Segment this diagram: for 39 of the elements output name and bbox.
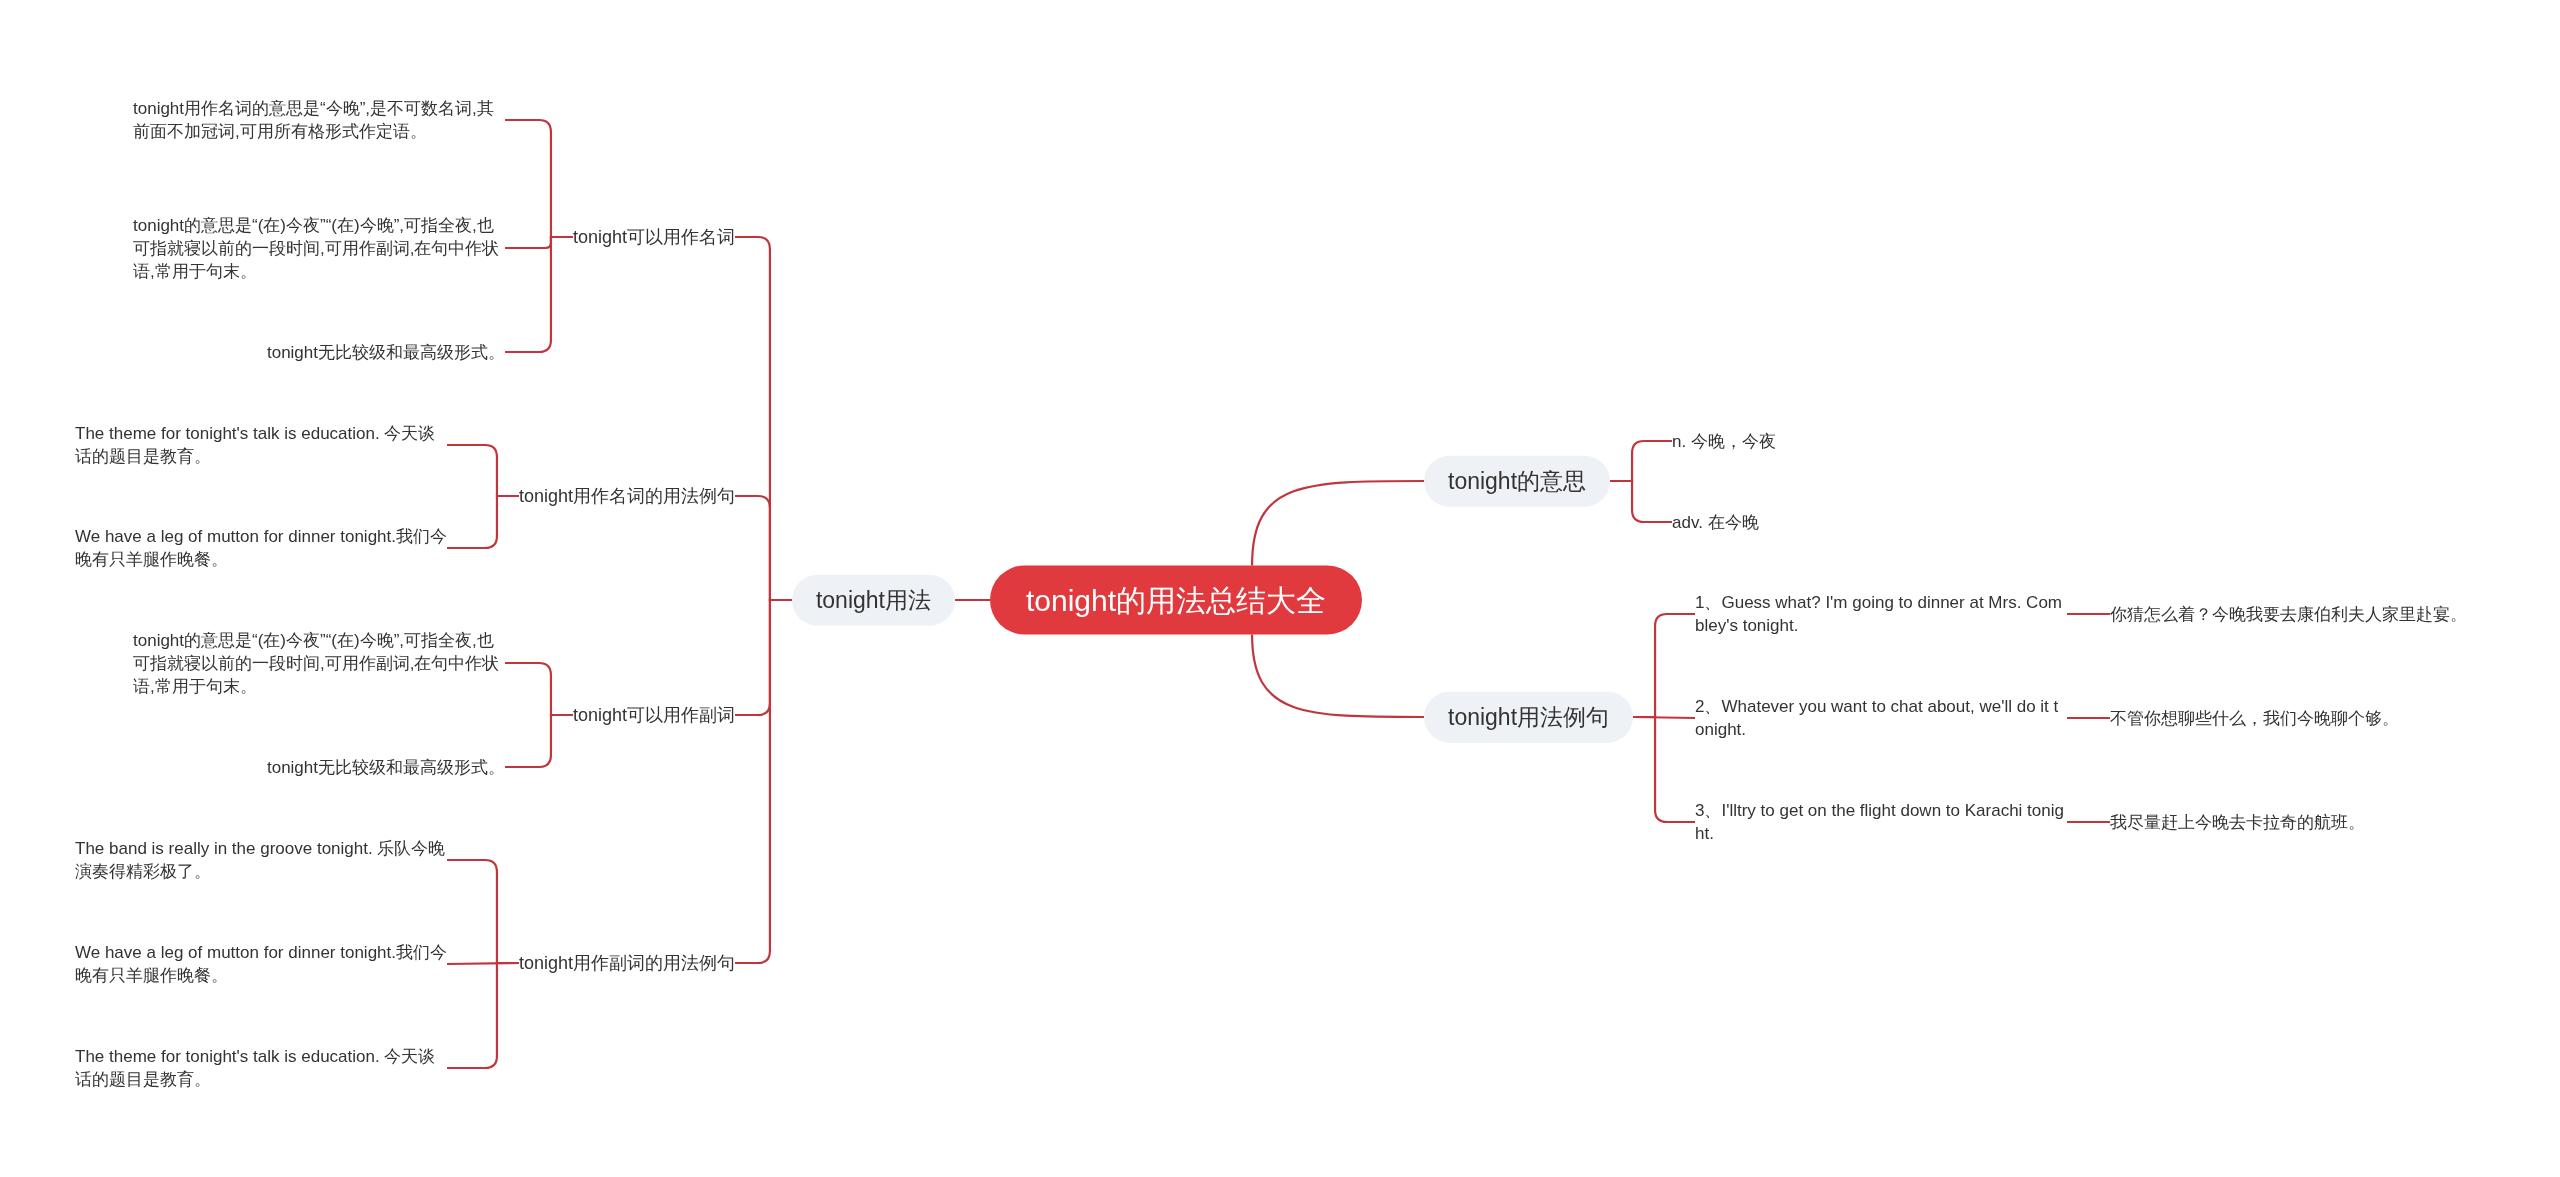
note-text: The theme for tonight's talk is education. 今天谈话的题目是教育。 [75, 422, 447, 468]
note-text: We have a leg of mutton for dinner tonight.我们今晚有只羊腿作晚餐。 [75, 941, 447, 987]
note-text: n. 今晚，今夜 [1672, 429, 1776, 453]
branch-label: tonight可以用作副词 [572, 701, 735, 729]
note-text: tonight的意思是“(在)今夜”“(在)今晚”,可指全夜,也可指就寝以前的一段时间,可用作副词,在句中作状语,常用于句末。 [133, 213, 505, 283]
connector-line [2067, 820, 2110, 824]
connector-line [447, 961, 519, 1070]
note-text: 我尽量赶上今晚去卡拉奇的航班。 [2110, 810, 2365, 834]
note-text: We have a leg of mutton for dinner tonight.我们今晚有只羊腿作晚餐。 [75, 525, 447, 571]
connector-line [2067, 612, 2110, 616]
note-text: 不管你想聊些什么，我们今晚聊个够。 [2110, 706, 2399, 730]
note-text: tonight无比较级和最高级形式。 [266, 755, 505, 779]
connector-line [1633, 715, 1695, 824]
branch-label: tonight可以用作名词 [572, 223, 735, 251]
connector-line [505, 235, 573, 354]
note-text: adv. 在今晚 [1672, 510, 1759, 534]
connector-line [735, 598, 792, 965]
note-text: 你猜怎么着？今晚我要去康伯利夫人家里赴宴。 [2110, 602, 2467, 626]
note-text: The theme for tonight's talk is education. 今天谈话的题目是教育。 [75, 1045, 447, 1091]
connector-line [955, 598, 990, 602]
topic-pill: tonight用法例句 [1424, 691, 1634, 743]
note-text: tonight的意思是“(在)今夜”“(在)今晚”,可指全夜,也可指就寝以前的一段时间,可用作副词,在句中作状语,常用于句末。 [133, 628, 505, 698]
connector-line [1251, 479, 1424, 566]
topic-pill: tonight的意思 [1424, 455, 1611, 507]
connector-line [447, 494, 519, 550]
branch-label: tonight用作名词的用法例句 [518, 482, 735, 510]
connector-line [505, 713, 573, 769]
connector-line [1251, 634, 1424, 719]
connector-line [1610, 479, 1672, 524]
connector-line [2067, 716, 2110, 720]
note-text: tonight用作名词的意思是“今晚”,是不可数名词,其前面不加冠词,可用所有格形式作定语。 [133, 97, 505, 143]
note-text: 3、I'lltry to get on the flight down to Karachi tonight. [1695, 799, 2067, 845]
branch-label: tonight用作副词的用法例句 [518, 949, 735, 977]
note-text: 2、Whatever you want to chat about, we'll do it tonight. [1695, 695, 2067, 741]
topic-pill: tonight用法 [791, 574, 955, 626]
note-text: tonight无比较级和最高级形式。 [266, 340, 505, 364]
note-text: The band is really in the groove tonight. 乐队今晚演奏得精彩极了。 [75, 837, 447, 883]
central-topic: tonight的用法总结大全 [990, 565, 1363, 635]
note-text: 1、Guess what? I'm going to dinner at Mrs. Combley's tonight. [1695, 591, 2067, 637]
